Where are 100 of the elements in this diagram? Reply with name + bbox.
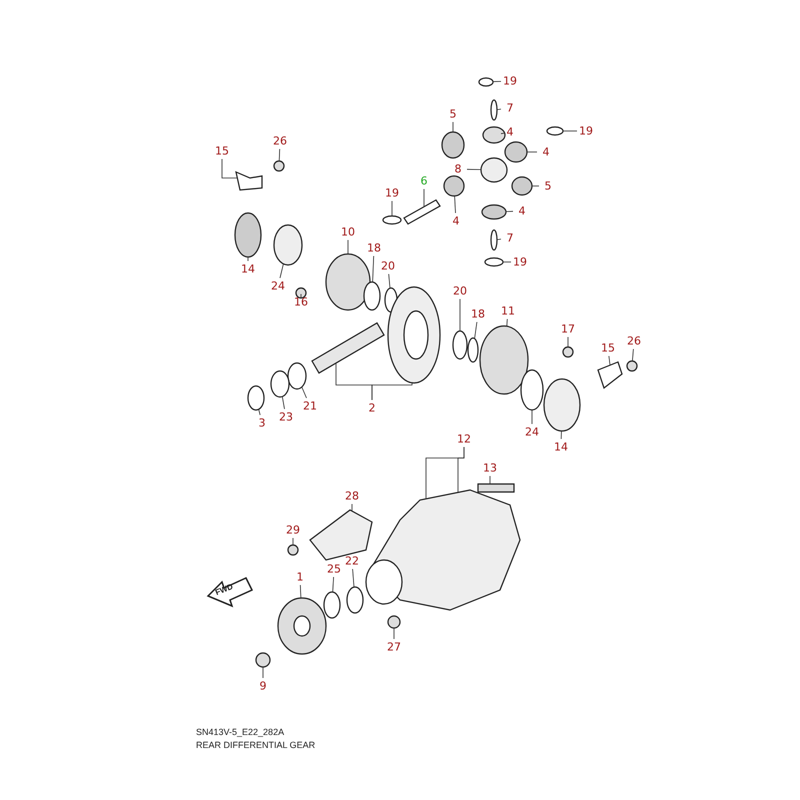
callout-number: 5: [450, 108, 456, 120]
callout-number: 7: [506, 102, 514, 114]
callout-number: 19: [503, 74, 517, 88]
callout-number: 21: [303, 400, 317, 412]
callout-number: 4: [452, 214, 460, 228]
callout-number: 11: [501, 304, 515, 318]
leader-line: [474, 322, 478, 339]
bevel-gear: [482, 126, 506, 144]
callout-number: 16: [294, 296, 308, 308]
leader-line: [372, 256, 374, 282]
leader-line: [560, 430, 562, 440]
callout-number: 22: [345, 554, 359, 568]
callout-number: 1: [296, 570, 304, 584]
leader-line: [454, 196, 456, 214]
callout-number: 26: [273, 134, 287, 148]
oil-seal: [467, 337, 479, 363]
ring-gear: [387, 286, 441, 384]
oil-seal: [270, 370, 290, 398]
callout-number: 20: [453, 284, 467, 298]
leader-line: [608, 356, 610, 366]
pin: [490, 229, 498, 251]
leader-line: [388, 274, 390, 289]
bearing: [520, 369, 544, 411]
leader-line: [466, 168, 482, 170]
callout-number: 28: [345, 490, 359, 502]
bevel-gear: [504, 141, 528, 163]
callout-number: 2: [368, 402, 376, 414]
leader-line: [292, 538, 294, 546]
callout-number: 5: [544, 180, 552, 192]
oil-seal: [363, 281, 381, 311]
oil-seal: [346, 586, 364, 614]
washer: [546, 126, 564, 136]
leader-line: [506, 318, 508, 327]
callout-number: 24: [271, 280, 285, 292]
leader-line: [452, 122, 454, 132]
callout-number: 13: [483, 462, 497, 474]
bearing: [452, 330, 468, 360]
bevel-gear: [511, 176, 533, 196]
callout-number: 24: [525, 426, 539, 438]
leader-line: [496, 238, 502, 240]
flange: [543, 378, 581, 432]
bearing: [273, 224, 303, 266]
callout-number: 3: [258, 416, 266, 430]
drive-pinion: [311, 322, 385, 374]
leader-line: [332, 576, 334, 592]
washer: [382, 215, 402, 225]
callout-number: 23: [279, 410, 293, 424]
bolt: [562, 346, 574, 358]
washer: [478, 77, 494, 87]
differential-spider: [480, 157, 508, 183]
flange: [277, 597, 327, 655]
flange: [234, 212, 262, 258]
callout-number: 17: [561, 322, 575, 336]
callout-number: 18: [471, 308, 485, 320]
leader-line: [222, 158, 238, 178]
callout-number: 6: [420, 174, 428, 188]
leader-line: [372, 382, 412, 400]
callout-number: 7: [506, 232, 514, 244]
leader-line: [458, 446, 464, 492]
callout-number: 20: [381, 260, 395, 272]
pinion-shaft: [403, 199, 441, 225]
bevel-gear: [443, 175, 465, 197]
washer: [484, 257, 504, 267]
bolt: [295, 287, 307, 299]
callout-number: 14: [554, 440, 568, 454]
leader-line: [632, 348, 634, 362]
caption: REAR DIFFERENTIAL GEAR: [196, 740, 316, 750]
callout-number: 15: [215, 144, 229, 158]
callout-number: 27: [387, 640, 401, 654]
callout-number: 8: [454, 162, 462, 176]
leader-line: [278, 148, 280, 162]
bracket: [597, 361, 623, 389]
bolt: [273, 160, 285, 172]
flange: [325, 253, 371, 311]
leader-line: [500, 132, 506, 134]
callout-number: 26: [627, 334, 641, 348]
leader-line: [562, 130, 578, 132]
leader-line: [352, 568, 354, 588]
leader-line: [492, 81, 502, 82]
leader-line: [262, 666, 264, 678]
callout-number: 19: [513, 256, 527, 268]
spacer: [247, 385, 265, 411]
bearing: [287, 362, 307, 390]
leader-line: [258, 408, 260, 416]
callout-number: 12: [457, 432, 471, 446]
drawing-code: SN413V-5_E22_282A: [196, 727, 284, 737]
bolt: [387, 615, 401, 629]
callout-number: 4: [518, 204, 526, 218]
leader-line: [301, 386, 307, 398]
callout-number: 29: [286, 524, 300, 536]
bolt: [626, 360, 638, 372]
bolt: [287, 544, 299, 556]
leader-line: [506, 210, 514, 212]
callout-number: 4: [506, 126, 514, 138]
callout-number: 19: [579, 124, 593, 138]
leader-line: [300, 294, 302, 298]
pin: [490, 99, 498, 121]
bevel-gear: [441, 131, 465, 159]
callout-number: 9: [260, 680, 266, 692]
callout-number: 19: [385, 186, 399, 200]
